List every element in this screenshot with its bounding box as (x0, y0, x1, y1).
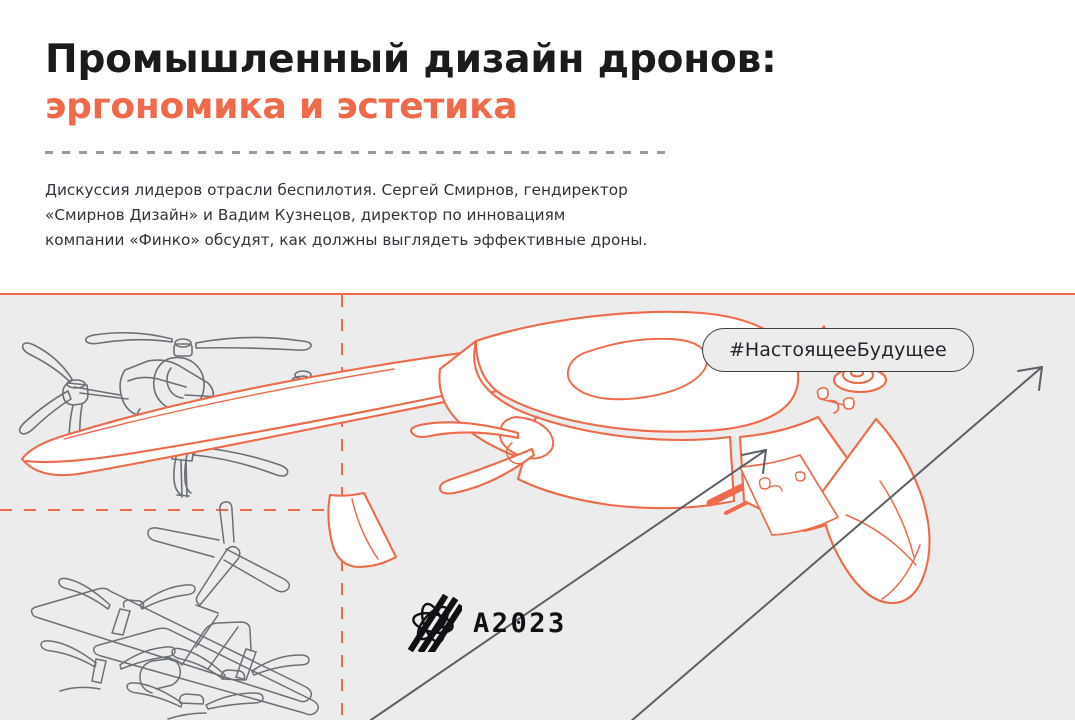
subtitle-line-1: Дискуссия лидеров отрасли беспилотия. Се… (45, 181, 628, 199)
propeller-atom-icon (404, 594, 462, 652)
vtol-drone-graphic (30, 501, 319, 720)
title-divider (45, 151, 673, 154)
artwork-panel: #НастоящееБудущее A2023 (0, 293, 1075, 720)
header-section: Промышленный дизайн дронов: эргономика и… (0, 0, 1075, 293)
direction-arrows (369, 366, 1043, 720)
title-accent: эргономика и эстетика (45, 86, 518, 127)
event-logo: A2023 (404, 594, 567, 652)
grid-line-horizontal (0, 509, 343, 511)
diagonal-arrow-1 (630, 366, 1043, 720)
subtitle-text: Дискуссия лидеров отрасли беспилотия. Се… (45, 178, 1035, 253)
logo-text: A2023 (473, 607, 567, 639)
diagonal-arrow-2 (369, 449, 767, 720)
title-primary: Промышленный дизайн дронов: (45, 37, 777, 82)
hashtag-label: #НастоящееБудущее (729, 339, 947, 361)
page-title: Промышленный дизайн дронов: эргономика и… (45, 36, 945, 129)
hashtag-badge[interactable]: #НастоящееБудущее (702, 328, 974, 372)
subtitle-line-3: компании «Финко» обсудят, как должны выг… (45, 231, 648, 249)
subtitle-line-2: «Смирнов Дизайн» и Вадим Кузнецов, дирек… (45, 206, 566, 224)
